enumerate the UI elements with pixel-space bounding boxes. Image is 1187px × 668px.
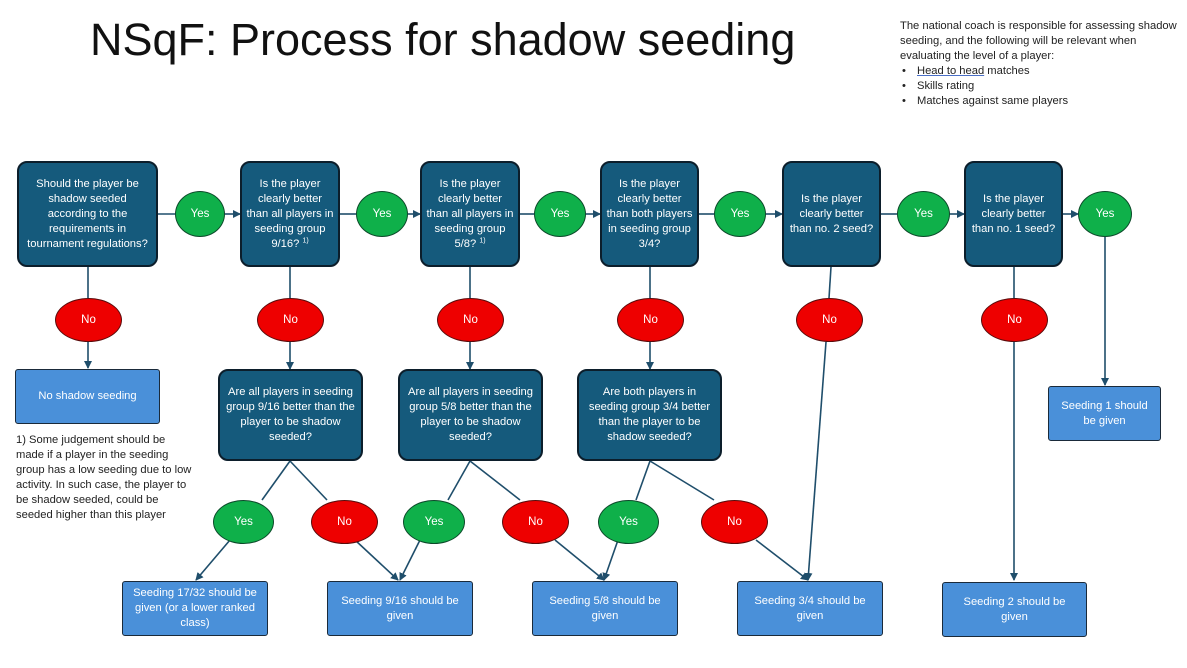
subquestion-3-4: Are both players in seeding group 3/4 be…: [577, 369, 722, 461]
yes-node: Yes: [356, 191, 408, 237]
criteria-item: Matches against same players: [900, 94, 1180, 109]
no-node: No: [502, 500, 569, 544]
criteria-list: Head to head matches Skills rating Match…: [900, 64, 1180, 109]
no-node: No: [701, 500, 768, 544]
criteria-item: Skills rating: [900, 79, 1180, 94]
question-better-9-16: Is the player clearly better than all pl…: [240, 161, 340, 267]
criteria-head-to-head-suffix: matches: [984, 65, 1030, 77]
question-text: Are both players in seeding group 3/4 be…: [588, 386, 711, 443]
result-seeding-1: Seeding 1 should be given: [1048, 386, 1161, 441]
yes-node: Yes: [1078, 191, 1132, 237]
no-node: No: [55, 298, 122, 342]
yes-node: Yes: [897, 191, 950, 237]
no-node: No: [257, 298, 324, 342]
yes-node: Yes: [403, 500, 465, 544]
yes-node: Yes: [598, 500, 659, 544]
yes-node: Yes: [534, 191, 586, 237]
question-text: Is the player clearly better than both p…: [606, 177, 693, 250]
result-seeding-9-16: Seeding 9/16 should be given: [327, 581, 473, 636]
question-better-3-4: Is the player clearly better than both p…: [600, 161, 699, 267]
subquestion-5-8: Are all players in seeding group 5/8 bet…: [398, 369, 543, 461]
result-seeding-3-4: Seeding 3/4 should be given: [737, 581, 883, 636]
subquestion-9-16: Are all players in seeding group 9/16 be…: [218, 369, 363, 461]
result-seeding-5-8: Seeding 5/8 should be given: [532, 581, 678, 636]
yes-node: Yes: [714, 191, 766, 237]
question-better-seed-1: Is the player clearly better than no. 1 …: [964, 161, 1063, 267]
question-better-seed-2: Is the player clearly better than no. 2 …: [782, 161, 881, 267]
criteria-head-to-head: Head to head: [917, 65, 985, 77]
criteria-item: Head to head matches: [900, 64, 1180, 79]
question-text: Are all players in seeding group 9/16 be…: [226, 386, 355, 443]
no-node: No: [311, 500, 378, 544]
question-text: Should the player be shadow seeded accor…: [27, 177, 148, 250]
info-intro: The national coach is responsible for as…: [900, 20, 1177, 62]
no-node: No: [437, 298, 504, 342]
no-node: No: [981, 298, 1048, 342]
question-better-5-8: Is the player clearly better than all pl…: [420, 161, 520, 267]
page-title: NSqF: Process for shadow seeding: [90, 14, 796, 65]
footnote-ref: 1): [479, 236, 486, 244]
question-text: Is the player clearly better than all pl…: [246, 177, 334, 252]
question-text: Is the player clearly better than all pl…: [426, 177, 514, 252]
footnote: 1) Some judgement should be made if a pl…: [16, 434, 192, 521]
no-node: No: [617, 298, 684, 342]
yes-node: Yes: [175, 191, 225, 237]
question-text: Is the player clearly better than no. 1 …: [971, 192, 1056, 235]
question-text: Are all players in seeding group 5/8 bet…: [408, 386, 533, 443]
info-note: The national coach is responsible for as…: [900, 19, 1180, 109]
no-node: No: [796, 298, 863, 342]
question-text-main: Is the player clearly better than all pl…: [426, 177, 514, 250]
result-seeding-2: Seeding 2 should be given: [942, 582, 1087, 637]
question-text: Is the player clearly better than no. 2 …: [789, 192, 874, 235]
question-text-main: Is the player clearly better than all pl…: [246, 177, 334, 250]
result-no-shadow-seeding: No shadow seeding: [15, 369, 160, 424]
question-shadow-seed: Should the player be shadow seeded accor…: [17, 161, 158, 267]
result-seeding-17-32: Seeding 17/32 should be given (or a lowe…: [122, 581, 268, 636]
footnote-ref: 1): [302, 236, 309, 244]
yes-node: Yes: [213, 500, 274, 544]
